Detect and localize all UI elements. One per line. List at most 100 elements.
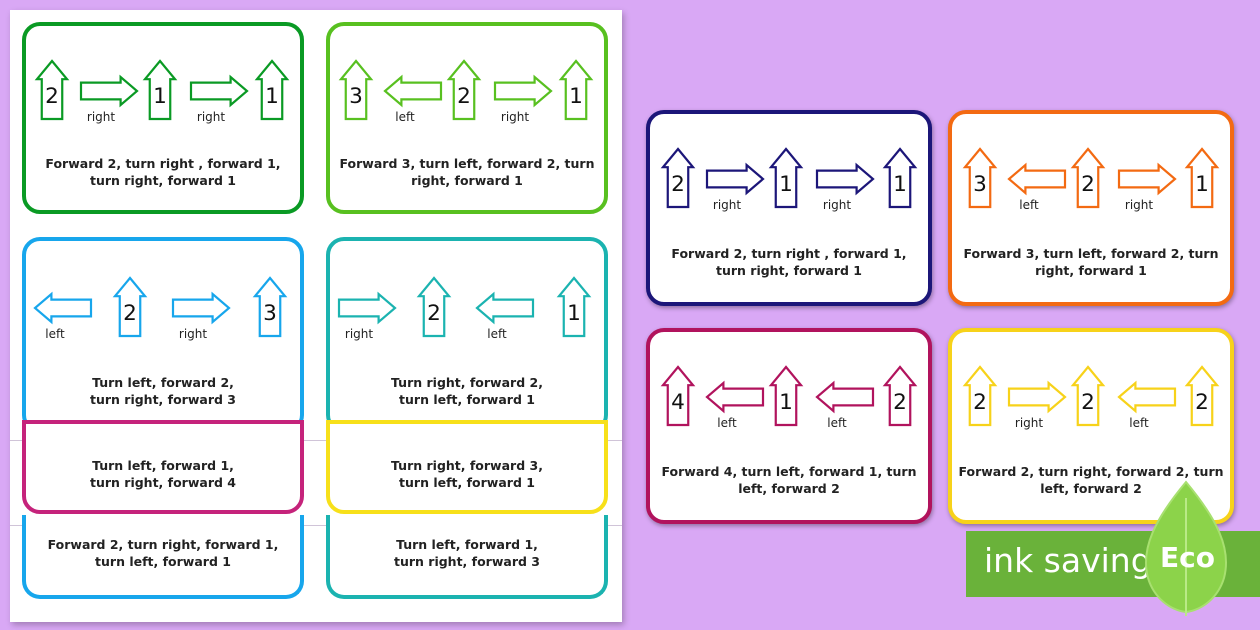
step-count: 2 [1081, 172, 1095, 197]
step-count: 1 [779, 390, 793, 415]
left-arrow-icon [33, 291, 93, 325]
up-arrow-icon: 2 [1070, 147, 1106, 209]
step-count: 2 [45, 84, 59, 109]
up-arrow-icon: 2 [882, 365, 918, 427]
card-sheet-8: Turn left, forward 1, turn right, forwar… [326, 515, 608, 599]
instruction-line: turn right, forward 3 [90, 391, 236, 407]
instruction-line: Forward 3, turn left, forward 2, turn [339, 156, 595, 171]
card-instruction: Turn left, forward 1, turn right, forwar… [26, 458, 300, 492]
left-arrow-icon [705, 380, 765, 414]
step-count: 4 [671, 390, 685, 415]
step-count: 1 [567, 301, 581, 326]
left-arrow-icon [815, 380, 875, 414]
card-instruction: Forward 2, turn right, forward 2, turn l… [952, 464, 1230, 498]
instruction-line: turn left, forward 1 [399, 474, 535, 490]
right-arrow-icon [705, 162, 765, 196]
direction-label: left [1129, 416, 1149, 430]
card-instruction: Forward 3, turn left, forward 2, turn ri… [952, 246, 1230, 280]
step-count: 3 [349, 84, 363, 109]
up-arrow-icon: 3 [962, 147, 998, 209]
instruction-line: turn left, forward 1 [399, 391, 535, 407]
card-sheet-6: Turn right, forward 3, turn left, forwar… [326, 420, 608, 514]
card-sheet-5: Turn left, forward 1, turn right, forwar… [22, 420, 304, 514]
instruction-line: right, forward 1 [1035, 262, 1147, 278]
up-arrow-icon: 1 [142, 59, 178, 121]
instruction-line: turn right, forward 1 [716, 262, 862, 278]
card-instruction: Forward 2, turn right, forward 1, turn l… [26, 537, 300, 571]
direction-label: right [178, 327, 208, 341]
step-count: 1 [1195, 172, 1209, 197]
eco-label: Eco [1160, 541, 1215, 574]
direction-label: right [86, 110, 116, 124]
step-count: 1 [893, 172, 907, 197]
direction-label: left [45, 327, 65, 341]
right-arrow-icon [171, 291, 231, 325]
instruction-line: Turn right, forward 3, [391, 458, 543, 473]
direction-label: left [717, 416, 737, 430]
instruction-line: Forward 2, turn right, forward 2, turn [958, 464, 1224, 479]
step-count: 1 [265, 84, 279, 109]
instruction-line: turn left, forward 1 [95, 553, 231, 569]
step-count: 1 [569, 84, 583, 109]
up-arrow-icon: 1 [1184, 147, 1220, 209]
ink-saving-text: ink saving [984, 541, 1152, 580]
step-count: 2 [457, 84, 471, 109]
up-arrow-icon: 2 [1070, 365, 1106, 427]
direction-label: right [822, 198, 852, 212]
instruction-line: Forward 2, turn right , forward 1, [671, 246, 907, 261]
up-arrow-icon: 3 [338, 59, 374, 121]
instruction-line: left, forward 2 [738, 480, 840, 496]
up-arrow-icon: 1 [882, 147, 918, 209]
up-arrow-icon: 2 [1184, 365, 1220, 427]
right-arrow-icon [493, 74, 553, 108]
instruction-line: Forward 2, turn right, forward 1, [47, 537, 279, 552]
card-float-2: Forward 3, turn left, forward 2, turn ri… [948, 110, 1234, 306]
card-instruction: Forward 3, turn left, forward 2, turn ri… [330, 156, 604, 190]
up-arrow-icon: 1 [768, 365, 804, 427]
step-count: 1 [779, 172, 793, 197]
direction-label: right [500, 110, 530, 124]
step-count: 2 [427, 301, 441, 326]
up-arrow-icon: 2 [660, 147, 696, 209]
step-count: 2 [1195, 390, 1209, 415]
up-arrow-icon: 2 [34, 59, 70, 121]
card-instruction: Turn right, forward 3, turn left, forwar… [330, 458, 604, 492]
up-arrow-icon: 1 [558, 59, 594, 121]
step-count: 2 [1081, 390, 1095, 415]
right-arrow-icon [79, 74, 139, 108]
up-arrow-icon: 2 [416, 276, 452, 338]
sheet-divider [10, 525, 622, 526]
card-sheet-7: Forward 2, turn right, forward 1, turn l… [22, 515, 304, 599]
right-arrow-icon [1117, 162, 1177, 196]
right-arrow-icon [337, 291, 397, 325]
card-sheet-2: Forward 3, turn left, forward 2, turn ri… [326, 22, 608, 214]
step-count: 2 [123, 301, 137, 326]
direction-label: right [196, 110, 226, 124]
direction-label: right [712, 198, 742, 212]
instruction-line: turn right, forward 4 [90, 474, 236, 490]
instruction-line: left, forward 2 [1040, 480, 1142, 496]
instruction-line: turn right, forward 1 [90, 172, 236, 188]
up-arrow-icon: 2 [446, 59, 482, 121]
direction-label: left [827, 416, 847, 430]
card-instruction: Forward 4, turn left, forward 1, turn le… [650, 464, 928, 498]
up-arrow-icon: 2 [962, 365, 998, 427]
instruction-line: Forward 2, turn right , forward 1, [45, 156, 281, 171]
card-float-3: Forward 4, turn left, forward 1, turn le… [646, 328, 932, 524]
direction-label: left [1019, 198, 1039, 212]
step-count: 3 [973, 172, 987, 197]
instruction-line: Turn left, forward 2, [92, 375, 234, 390]
instruction-line: Turn right, forward 2, [391, 375, 543, 390]
card-instruction: Turn left, forward 1, turn right, forwar… [330, 537, 604, 571]
right-arrow-icon [1007, 380, 1067, 414]
step-count: 2 [973, 390, 987, 415]
instruction-line: turn right, forward 3 [394, 553, 540, 569]
left-arrow-icon [1007, 162, 1067, 196]
up-arrow-icon: 1 [768, 147, 804, 209]
right-arrow-icon [815, 162, 875, 196]
left-arrow-icon [383, 74, 443, 108]
direction-label: right [1124, 198, 1154, 212]
card-instruction: Forward 2, turn right , forward 1, turn … [650, 246, 928, 280]
card-instruction: Forward 2, turn right , forward 1, turn … [26, 156, 300, 190]
step-count: 1 [153, 84, 167, 109]
